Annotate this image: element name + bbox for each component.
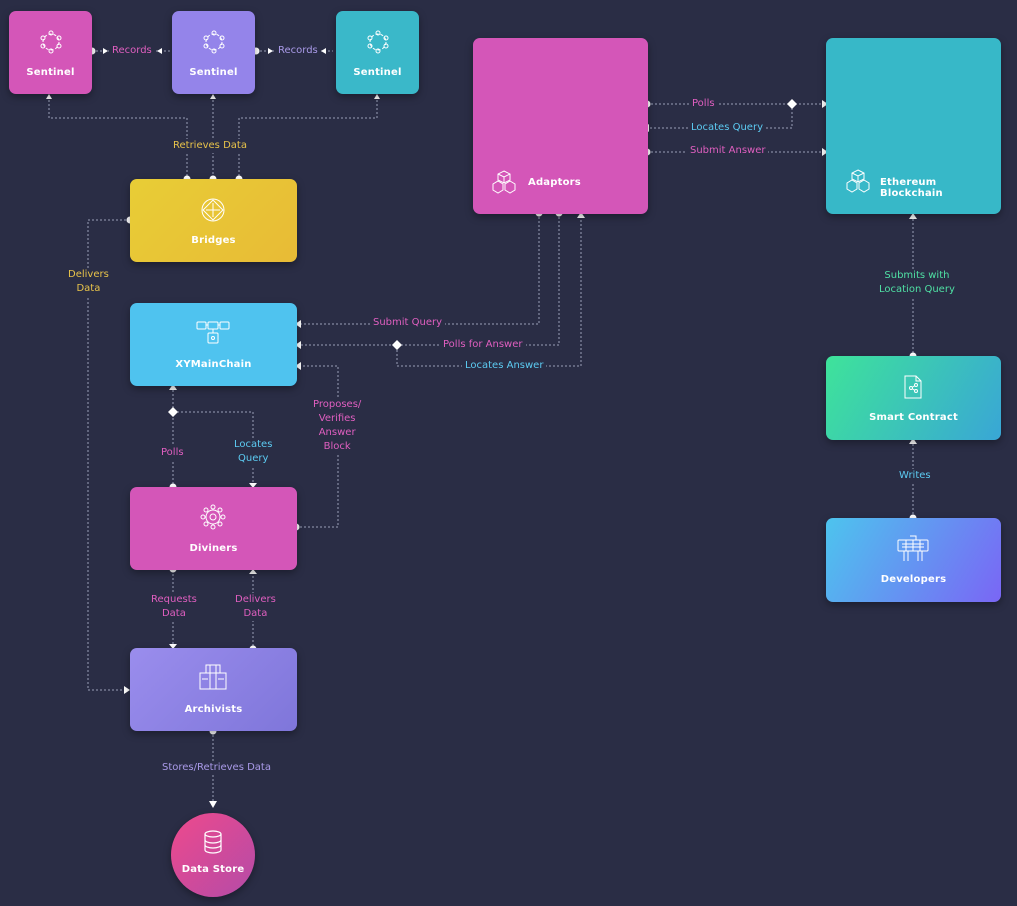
edge-label-proposes-verifies: Proposes/ Verifies Answer Block <box>310 398 365 454</box>
edge-label-requests-data: Requests Data <box>148 593 200 621</box>
datastore-label: Data Store <box>181 864 245 875</box>
edge-label-stores-retrieves: Stores/Retrieves Data <box>159 761 274 775</box>
developers-node[interactable]: Developers <box>826 518 1001 602</box>
edge-label-polls-eth: Polls <box>689 97 718 111</box>
datastore-node[interactable]: Data Store <box>171 813 255 897</box>
sentinel-ring-icon <box>40 30 62 54</box>
diviners-node[interactable]: Diviners <box>130 487 297 570</box>
diviner-gear-icon <box>200 504 226 530</box>
edge-label-locates-query-diviners: Locates Query <box>231 438 276 466</box>
xymainchain-node[interactable]: XYMainChain <box>130 303 297 386</box>
sentinel-label: Sentinel <box>353 67 402 78</box>
edge-label-polls-for-answer: Polls for Answer <box>440 338 526 352</box>
diviners-label: Diviners <box>189 543 238 554</box>
edge-label-submit-answer: Submit Answer <box>687 144 769 158</box>
developers-label: Developers <box>880 574 947 585</box>
bridge-diamond-icon <box>201 198 225 222</box>
archive-building-icon <box>199 664 227 690</box>
bridges-label: Bridges <box>191 235 236 246</box>
edge-label-records-1: Records <box>109 44 155 58</box>
sentinel-label: Sentinel <box>26 67 75 78</box>
chain-lock-icon <box>196 321 230 344</box>
sentinel-node-2[interactable]: Sentinel <box>172 11 255 94</box>
smart-contract-node[interactable]: Smart Contract <box>826 356 1001 440</box>
archivists-node[interactable]: Archivists <box>130 648 297 731</box>
edge-label-delivers-data-left: Delivers Data <box>65 268 112 296</box>
cubes-icon <box>492 170 516 194</box>
edge-label-writes: Writes <box>896 469 934 483</box>
xymainchain-label: XYMainChain <box>175 359 252 370</box>
keyboard-hands-icon <box>897 535 929 561</box>
cubes-icon <box>846 169 870 193</box>
edge-label-records-2: Records <box>275 44 321 58</box>
sentinel-node-3[interactable]: Sentinel <box>336 11 419 94</box>
contract-document-icon <box>904 375 922 399</box>
edge-label-retrieves-data: Retrieves Data <box>170 139 250 153</box>
adaptors-node[interactable]: Adaptors <box>473 38 648 214</box>
sentinel-label: Sentinel <box>189 67 238 78</box>
sentinel-node-1[interactable]: Sentinel <box>9 11 92 94</box>
edge-label-locates-answer: Locates Answer <box>462 359 547 373</box>
edge-label-polls-diviners: Polls <box>158 446 187 460</box>
edge-label-delivers-data-archivists: Delivers Data <box>232 593 279 621</box>
edge-label-submits-with-location-query: Submits with Location Query <box>876 269 958 297</box>
sentinel-ring-icon <box>203 30 225 54</box>
smart-contract-label: Smart Contract <box>869 412 958 423</box>
archivists-label: Archivists <box>184 704 243 715</box>
ethereum-blockchain-label: Ethereum Blockchain <box>880 177 943 199</box>
ethereum-blockchain-node[interactable]: Ethereum Blockchain <box>826 38 1001 214</box>
adaptors-label: Adaptors <box>528 177 581 188</box>
edge-label-submit-query: Submit Query <box>370 316 446 330</box>
bridges-node[interactable]: Bridges <box>130 179 297 262</box>
edge-label-locates-query-eth: Locates Query <box>688 121 766 135</box>
database-icon <box>204 830 222 854</box>
sentinel-ring-icon <box>367 30 389 54</box>
